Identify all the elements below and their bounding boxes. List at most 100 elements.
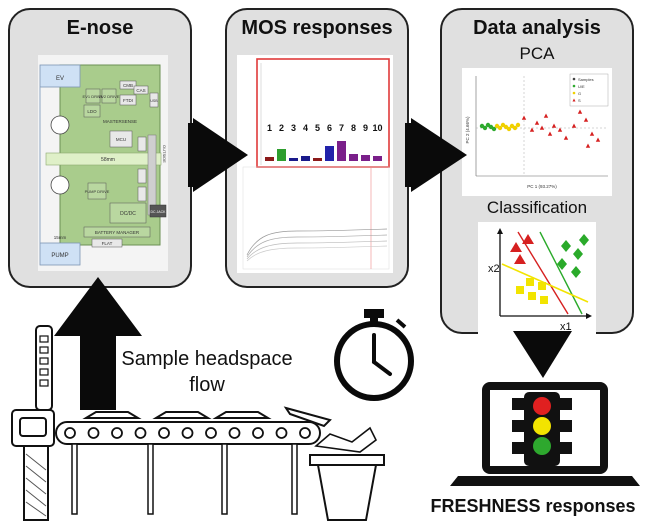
dim-15mm-label: 15mm	[54, 235, 67, 240]
conveyor-roller	[64, 427, 76, 439]
food-tray	[212, 411, 272, 419]
pca-title: PCA	[519, 44, 555, 63]
conveyor-roller	[252, 427, 264, 439]
pump-drive-label: PUMP DRIVE	[85, 189, 110, 194]
conveyor-roller	[228, 427, 241, 439]
mos-sensor-label: 7	[339, 123, 344, 133]
classification-ylabel: x2	[488, 263, 500, 275]
pump-label: PUMP	[51, 253, 68, 259]
flat-label: FLAT	[102, 241, 113, 246]
mos-trace	[246, 240, 388, 260]
arrow-enose-to-mos	[188, 118, 248, 192]
conveyor-roller	[181, 427, 194, 439]
mos-bar	[265, 157, 274, 161]
pca-point	[515, 122, 521, 128]
pca-point	[491, 126, 497, 132]
pca-legend-g: G	[578, 91, 581, 96]
arrow-mos-to-analysis	[405, 118, 467, 192]
traffic-light-icon	[512, 392, 572, 466]
food-trays	[82, 406, 332, 428]
conveyor-roller	[158, 427, 170, 439]
conveyor-belt	[55, 421, 321, 515]
pca-point	[563, 135, 569, 140]
pca-legend-samples: Samples	[578, 77, 594, 82]
classification-xlabel: x1	[560, 321, 572, 333]
trash-bin-icon	[309, 426, 385, 521]
pca-point	[539, 125, 545, 130]
conveyor-roller	[111, 427, 123, 439]
mastersense-label: MASTERSENSE	[103, 119, 137, 124]
pca-legend: Samples U/E G S	[569, 73, 609, 107]
mos-bar	[301, 156, 310, 161]
food-tray-tilted	[283, 406, 332, 428]
arrow-flow-up	[54, 277, 142, 410]
conveyor-roller	[87, 427, 100, 439]
pca-xlabel: PC 1 (93.27%)	[527, 184, 557, 189]
conveyor-roller	[205, 427, 217, 439]
mos-bar	[277, 149, 286, 161]
mos-sensor-label: 3	[291, 123, 296, 133]
food-tray	[82, 411, 142, 419]
traffic-light-red	[533, 397, 551, 415]
cas-label: CAS	[136, 88, 145, 93]
ev2-drive-label: EV2 DRIVE	[99, 94, 120, 99]
enose-device-icon	[11, 325, 55, 521]
pca-point	[571, 123, 577, 128]
ftdi-label: FTDI	[123, 98, 133, 103]
pca-legend-ue: U/E	[578, 84, 585, 89]
ldo-label: LDO	[87, 109, 97, 114]
pca-scatter-plot: PC 2 (4.66%) PC 1 (93.27%) Samples U/E G…	[462, 68, 612, 196]
pca-points	[479, 109, 601, 148]
pca-point	[534, 120, 540, 125]
mos-sensor-label: 5	[315, 123, 320, 133]
conveyor-roller	[134, 427, 147, 439]
stopwatch-icon	[334, 309, 414, 401]
ev-label: EV	[56, 76, 64, 82]
mos-sensor-label: 8	[351, 123, 356, 133]
traffic-light-green	[533, 437, 551, 455]
pca-point	[595, 137, 601, 142]
enose-panel: E-nose EV PUMP 58mm EV1 DRIVE EV2 DRIVE …	[8, 8, 192, 288]
pca-point	[589, 131, 595, 136]
mos-title: MOS responses	[241, 17, 393, 39]
pca-point	[577, 109, 583, 114]
analysis-title: Data analysis	[473, 17, 601, 39]
cmb-label: CMB	[123, 83, 133, 88]
mos-bar	[373, 156, 382, 161]
conveyor-rollers	[64, 427, 311, 439]
pca-point	[521, 115, 527, 120]
mos-sensor-label: 9	[363, 123, 368, 133]
pca-point	[529, 127, 535, 132]
conveyor-roller	[275, 427, 288, 439]
mos-trace	[246, 228, 388, 256]
pca-point	[557, 127, 563, 132]
analysis-panel: Data analysis PCA PC 2 (4.66%) PC 1 (93.…	[440, 8, 634, 334]
arrow-analysis-down	[513, 331, 572, 378]
dim-58mm-label: 58mm	[101, 157, 115, 163]
classification-title: Classification	[486, 198, 588, 217]
mos-bar	[361, 155, 370, 161]
mos-bar	[289, 158, 298, 161]
food-tray	[152, 411, 212, 419]
dc-jack-label: DC JACK	[151, 210, 167, 214]
mos-trace	[246, 245, 388, 262]
ev1-drive-label: EV1 DRIVE	[83, 94, 104, 99]
flow-label-line1: Sample headspace	[121, 348, 293, 370]
mos-sensor-label: 4	[303, 123, 308, 133]
dcdc-label: DC/DC	[120, 211, 136, 217]
mos-bar	[349, 154, 358, 161]
freshness-label: FRESHNESS responses	[430, 496, 636, 516]
mos-sensor-label: 2	[279, 123, 284, 133]
pca-point	[551, 123, 557, 128]
mos-sensor-label: 6	[327, 123, 332, 133]
pca-point	[583, 117, 589, 122]
battery-manager-label: BATTERY MANAGER	[95, 230, 140, 235]
traffic-light-yellow	[533, 417, 551, 435]
mos-bar	[337, 141, 346, 161]
mcu-label: MCU	[116, 137, 126, 142]
pca-point	[512, 125, 518, 131]
